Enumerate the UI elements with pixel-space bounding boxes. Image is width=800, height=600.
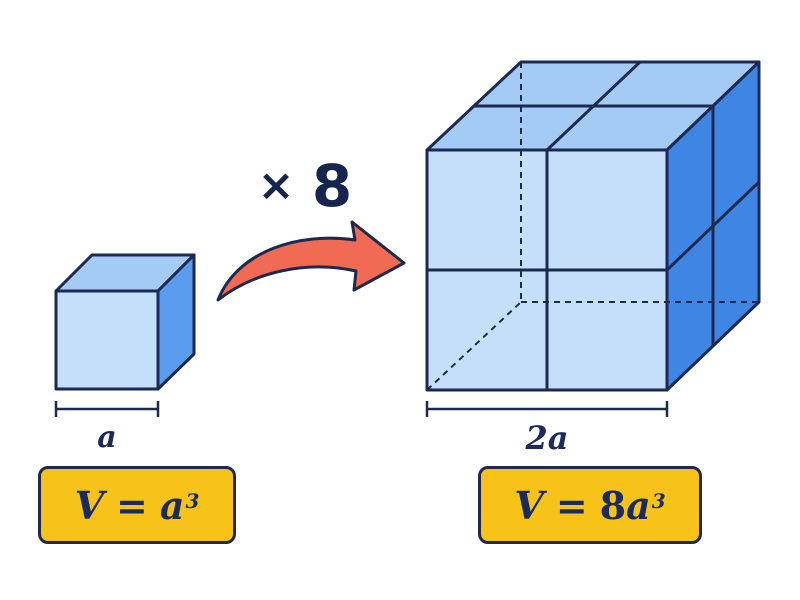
formula-variable: V [74, 482, 105, 528]
large-cube-hidden-edges [426, 62, 759, 391]
formula-operator: = [555, 482, 588, 528]
formula-operator: = [116, 482, 148, 528]
formula-coefficient: 8 [599, 482, 627, 528]
small-cube [54, 253, 196, 391]
large-cube-edge-label: 2a [525, 419, 569, 457]
large-cube [425, 60, 761, 392]
small-cube-front-face [54, 289, 160, 391]
formula-base: a [159, 482, 185, 528]
formula-exponent: 3 [185, 489, 200, 513]
small-cube-edge-label: a [97, 420, 116, 455]
formula-exponent: 3 [651, 489, 666, 513]
multiplier-symbol: × [258, 160, 295, 211]
multiplier-value: 8 [312, 152, 352, 220]
formula-variable: V [514, 482, 544, 528]
formula-base: a [626, 482, 651, 528]
large-cube-dimension [425, 401, 669, 417]
curved-arrow-icon [216, 220, 406, 302]
small-cube-dimension [54, 401, 160, 417]
